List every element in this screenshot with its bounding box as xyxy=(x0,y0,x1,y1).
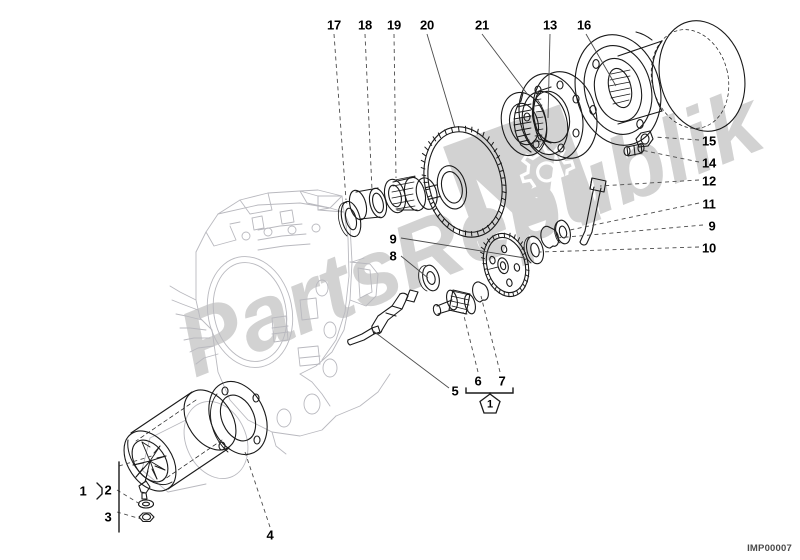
leader-20 xyxy=(426,33,456,129)
leader-18 xyxy=(364,33,373,191)
leader-21 xyxy=(481,33,529,96)
part-16-clutch-drum xyxy=(574,20,746,146)
callout-1: 1 xyxy=(79,483,87,499)
part-intermediate-gear xyxy=(480,232,530,298)
callout-9-right: 9 xyxy=(708,218,716,234)
leader-14 xyxy=(640,149,700,163)
leader-9c xyxy=(400,237,526,259)
leader-7 xyxy=(480,295,501,373)
bracket-marker-label: 1 xyxy=(487,398,493,411)
leader-19 xyxy=(393,33,397,179)
leader-3 xyxy=(116,511,142,520)
part-3-terminal-nut xyxy=(138,512,155,523)
leader-12 xyxy=(599,179,700,187)
part-9-circlip-right xyxy=(540,225,560,249)
callout-14: 14 xyxy=(701,155,717,171)
callout-17: 17 xyxy=(326,17,342,33)
leader-8c xyxy=(400,255,429,279)
callout-11: 11 xyxy=(702,196,716,212)
leader-9r xyxy=(555,224,704,239)
callout-19: 19 xyxy=(386,17,402,33)
callout-7: 7 xyxy=(498,373,506,389)
callout-3: 3 xyxy=(104,509,112,525)
part-19-needle-bearing xyxy=(383,175,427,214)
callout-10: 10 xyxy=(701,240,717,256)
part-9-circlip-center xyxy=(418,264,440,292)
gear-icon xyxy=(519,143,576,200)
part-20-starter-gear xyxy=(415,125,507,238)
part-21-sprag-clutch xyxy=(500,90,569,157)
callout-12: 12 xyxy=(701,173,717,189)
callout-6: 6 xyxy=(474,373,482,389)
part-15-nut xyxy=(635,130,654,148)
leader-lines xyxy=(116,33,704,528)
callout-15: 15 xyxy=(701,133,717,149)
part-17-thrust-washer xyxy=(337,200,362,238)
part-10-washer xyxy=(523,235,545,265)
part-7-pinion-gear xyxy=(432,289,476,316)
leader-6 xyxy=(462,311,479,373)
callout-4: 4 xyxy=(266,527,274,543)
leader-13 xyxy=(547,33,551,119)
parts-layer xyxy=(123,20,746,523)
bracket-item-1-arm xyxy=(96,482,103,500)
leader-2 xyxy=(116,489,141,505)
callout-20: 20 xyxy=(419,17,435,33)
callout-21: 21 xyxy=(474,17,490,33)
group-brackets xyxy=(96,387,514,533)
figure-code: IMP00007 xyxy=(747,543,792,554)
callout-2: 2 xyxy=(104,482,112,498)
callout-9-center: 9 xyxy=(389,231,397,247)
callout-13: 13 xyxy=(542,17,558,33)
part-6-circlip xyxy=(472,281,489,303)
part-18-spacer-sleeve xyxy=(348,187,388,221)
callout-16: 16 xyxy=(576,17,592,33)
part-12-through-bolt xyxy=(579,177,607,246)
leader-4 xyxy=(243,448,271,528)
part-1-starter-motor xyxy=(123,389,237,500)
leader-5 xyxy=(371,329,450,389)
part-4-mounting-flange xyxy=(208,381,268,455)
leader-16 xyxy=(585,33,617,87)
leader-1-top xyxy=(118,454,156,467)
engine-case-ghost xyxy=(141,189,391,493)
bracket-marker-pentagon xyxy=(479,393,501,414)
callout-18: 18 xyxy=(357,17,373,33)
leader-17 xyxy=(333,33,347,201)
callout-5: 5 xyxy=(451,383,459,399)
part-14-stud xyxy=(623,142,645,157)
bracket-items-6-7 xyxy=(465,387,514,394)
part-5-dowel-bolt xyxy=(347,325,381,346)
part-2-terminal-washer xyxy=(137,499,155,509)
leader-15 xyxy=(653,136,700,141)
callout-8-center: 8 xyxy=(389,248,397,264)
